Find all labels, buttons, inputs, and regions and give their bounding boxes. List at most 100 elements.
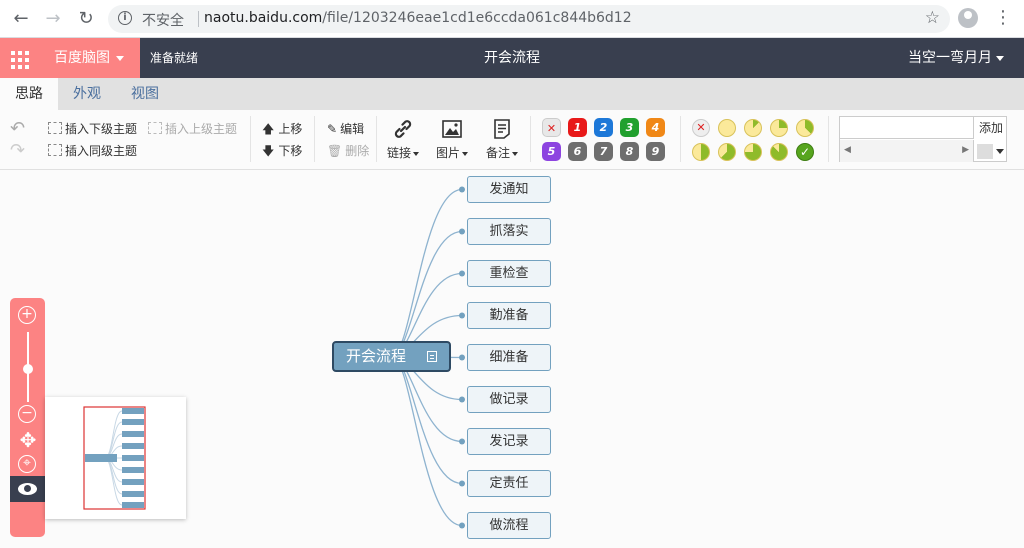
progress-1-icon[interactable] bbox=[744, 119, 762, 137]
scroll-left-icon[interactable]: ◀ bbox=[844, 145, 851, 155]
minimap-graphic bbox=[83, 406, 146, 510]
link-icon bbox=[394, 120, 412, 138]
app-header: 百度脑图 准备就绪 开会流程 当空一弯月月 bbox=[0, 38, 1024, 78]
edit-label: 编辑 bbox=[340, 122, 365, 136]
zoom-panel: + − ✥ ⌖ bbox=[10, 298, 45, 537]
insert-sibling-label: 插入同级主题 bbox=[65, 144, 138, 158]
priority-4[interactable]: 4 bbox=[646, 118, 665, 137]
browser-menu-icon[interactable]: ⋮ bbox=[994, 7, 1012, 28]
child-topic[interactable]: 发通知 bbox=[467, 176, 551, 203]
bookmark-star-icon[interactable]: ☆ bbox=[924, 8, 940, 28]
progress-3-icon[interactable] bbox=[796, 119, 814, 137]
chevron-down-icon bbox=[462, 151, 468, 156]
remove-progress-icon[interactable]: ✕ bbox=[692, 119, 710, 137]
tab-ideas[interactable]: 思路 bbox=[0, 78, 58, 111]
child-topic[interactable]: 细准备 bbox=[467, 344, 551, 371]
resource-input[interactable] bbox=[840, 117, 974, 139]
reload-icon[interactable]: ↻ bbox=[78, 8, 94, 29]
child-topic[interactable]: 定责任 bbox=[467, 470, 551, 497]
note-label: 备注 bbox=[485, 146, 510, 160]
apps-grid-icon[interactable] bbox=[0, 38, 40, 78]
move-up-button[interactable]: 🡅上移 bbox=[262, 120, 302, 141]
insert-parent-button[interactable]: 插入上级主题 bbox=[148, 120, 237, 137]
zoom-out-icon[interactable]: − bbox=[18, 405, 36, 423]
progress-5-icon[interactable] bbox=[718, 143, 736, 161]
delete-button[interactable]: 🗑删除 bbox=[327, 142, 369, 159]
child-topic[interactable]: 发记录 bbox=[467, 428, 551, 455]
progress-4-icon[interactable] bbox=[692, 143, 710, 161]
scroll-right-icon[interactable]: ▶ bbox=[962, 145, 969, 155]
tab-appearance[interactable]: 外观 bbox=[73, 86, 101, 102]
note-icon bbox=[494, 119, 510, 139]
image-label: 图片 bbox=[435, 146, 460, 160]
info-icon[interactable]: i bbox=[118, 11, 132, 25]
move-icon[interactable]: ✥ bbox=[19, 428, 37, 452]
insecure-label: 不安全 bbox=[142, 13, 184, 29]
child-topic[interactable]: 重检查 bbox=[467, 260, 551, 287]
note-button[interactable]: 备注 bbox=[482, 118, 522, 161]
user-name-label: 当空一弯月月 bbox=[908, 50, 992, 66]
url-path: /file/1203246eae1cd1e6ccda061c844b6d12 bbox=[322, 10, 632, 26]
insert-child-button[interactable]: 插入下级主题 bbox=[48, 120, 137, 137]
insert-child-icon bbox=[48, 122, 62, 134]
progress-0-icon[interactable] bbox=[718, 119, 736, 137]
edit-button[interactable]: ✎编辑 bbox=[327, 120, 364, 137]
redo-icon[interactable]: ↷ bbox=[10, 140, 26, 161]
child-topic[interactable]: 做流程 bbox=[467, 512, 551, 539]
note-icon[interactable] bbox=[427, 351, 437, 362]
tab-view[interactable]: 视图 bbox=[131, 86, 159, 102]
remove-priority-icon[interactable]: ✕ bbox=[542, 118, 561, 137]
child-topic[interactable]: 勤准备 bbox=[467, 302, 551, 329]
progress-2-icon[interactable] bbox=[770, 119, 788, 137]
child-topic[interactable]: 做记录 bbox=[467, 386, 551, 413]
progress-6-icon[interactable] bbox=[744, 143, 762, 161]
url-text[interactable]: naotu.baidu.com/file/1203246eae1cd1e6ccd… bbox=[204, 10, 632, 26]
progress-7-icon[interactable] bbox=[770, 143, 788, 161]
brand-menu-button[interactable]: 百度脑图 bbox=[40, 38, 140, 78]
scroll-thumb[interactable] bbox=[977, 144, 993, 159]
priority-3[interactable]: 3 bbox=[620, 118, 639, 137]
resource-scrollbar[interactable]: ◀ ▶ bbox=[840, 140, 974, 162]
move-down-label: 下移 bbox=[278, 144, 303, 158]
chevron-down-icon bbox=[512, 151, 518, 156]
locate-center-icon[interactable]: ⌖ bbox=[18, 455, 36, 473]
profile-avatar-icon[interactable] bbox=[958, 8, 978, 28]
insert-sibling-button[interactable]: 插入同级主题 bbox=[48, 142, 137, 159]
move-down-button[interactable]: 🡇下移 bbox=[262, 142, 302, 163]
link-label: 链接 bbox=[386, 146, 411, 160]
navigator-toggle-icon[interactable] bbox=[10, 476, 45, 502]
insert-child-label: 插入下级主题 bbox=[65, 122, 138, 136]
priority-6[interactable]: 6 bbox=[568, 142, 587, 161]
image-button[interactable]: 图片 bbox=[432, 118, 472, 161]
undo-icon[interactable]: ↶ bbox=[10, 118, 26, 139]
divider bbox=[250, 116, 251, 162]
back-icon[interactable]: ← bbox=[13, 8, 29, 29]
address-bar[interactable]: i 不安全 naotu.baidu.com/file/1203246eae1cd… bbox=[108, 5, 950, 33]
zoom-in-icon[interactable]: + bbox=[18, 306, 36, 324]
resource-picker: 添加 ◀ ▶ bbox=[839, 116, 1007, 162]
priority-9[interactable]: 9 bbox=[646, 142, 665, 161]
divider bbox=[376, 116, 377, 162]
pencil-icon: ✎ bbox=[327, 122, 338, 136]
add-resource-button[interactable]: 添加 bbox=[978, 121, 1003, 135]
priority-1[interactable]: 1 bbox=[568, 118, 587, 137]
progress-complete-icon[interactable]: ✓ bbox=[796, 143, 814, 161]
link-button[interactable]: 链接 bbox=[383, 118, 423, 161]
user-menu[interactable]: 当空一弯月月 bbox=[908, 38, 1004, 78]
priority-7[interactable]: 7 bbox=[594, 142, 613, 161]
priority-8[interactable]: 8 bbox=[620, 142, 639, 161]
root-topic-label: 开会流程 bbox=[346, 347, 407, 365]
child-topic[interactable]: 抓落实 bbox=[467, 218, 551, 245]
insert-sibling-icon bbox=[48, 144, 62, 156]
forward-icon[interactable]: → bbox=[45, 8, 61, 29]
navigator-minimap[interactable] bbox=[45, 397, 186, 519]
zoom-slider-handle[interactable] bbox=[23, 364, 33, 374]
divider bbox=[314, 116, 315, 162]
insert-parent-icon bbox=[148, 122, 162, 134]
priority-2[interactable]: 2 bbox=[594, 118, 613, 137]
priority-5[interactable]: 5 bbox=[542, 142, 561, 161]
chevron-down-icon[interactable] bbox=[996, 149, 1004, 154]
insert-parent-label: 插入上级主题 bbox=[165, 122, 238, 136]
ribbon-tabs: 思路 外观 视图 bbox=[0, 78, 1024, 111]
root-topic[interactable]: 开会流程 bbox=[332, 341, 451, 372]
